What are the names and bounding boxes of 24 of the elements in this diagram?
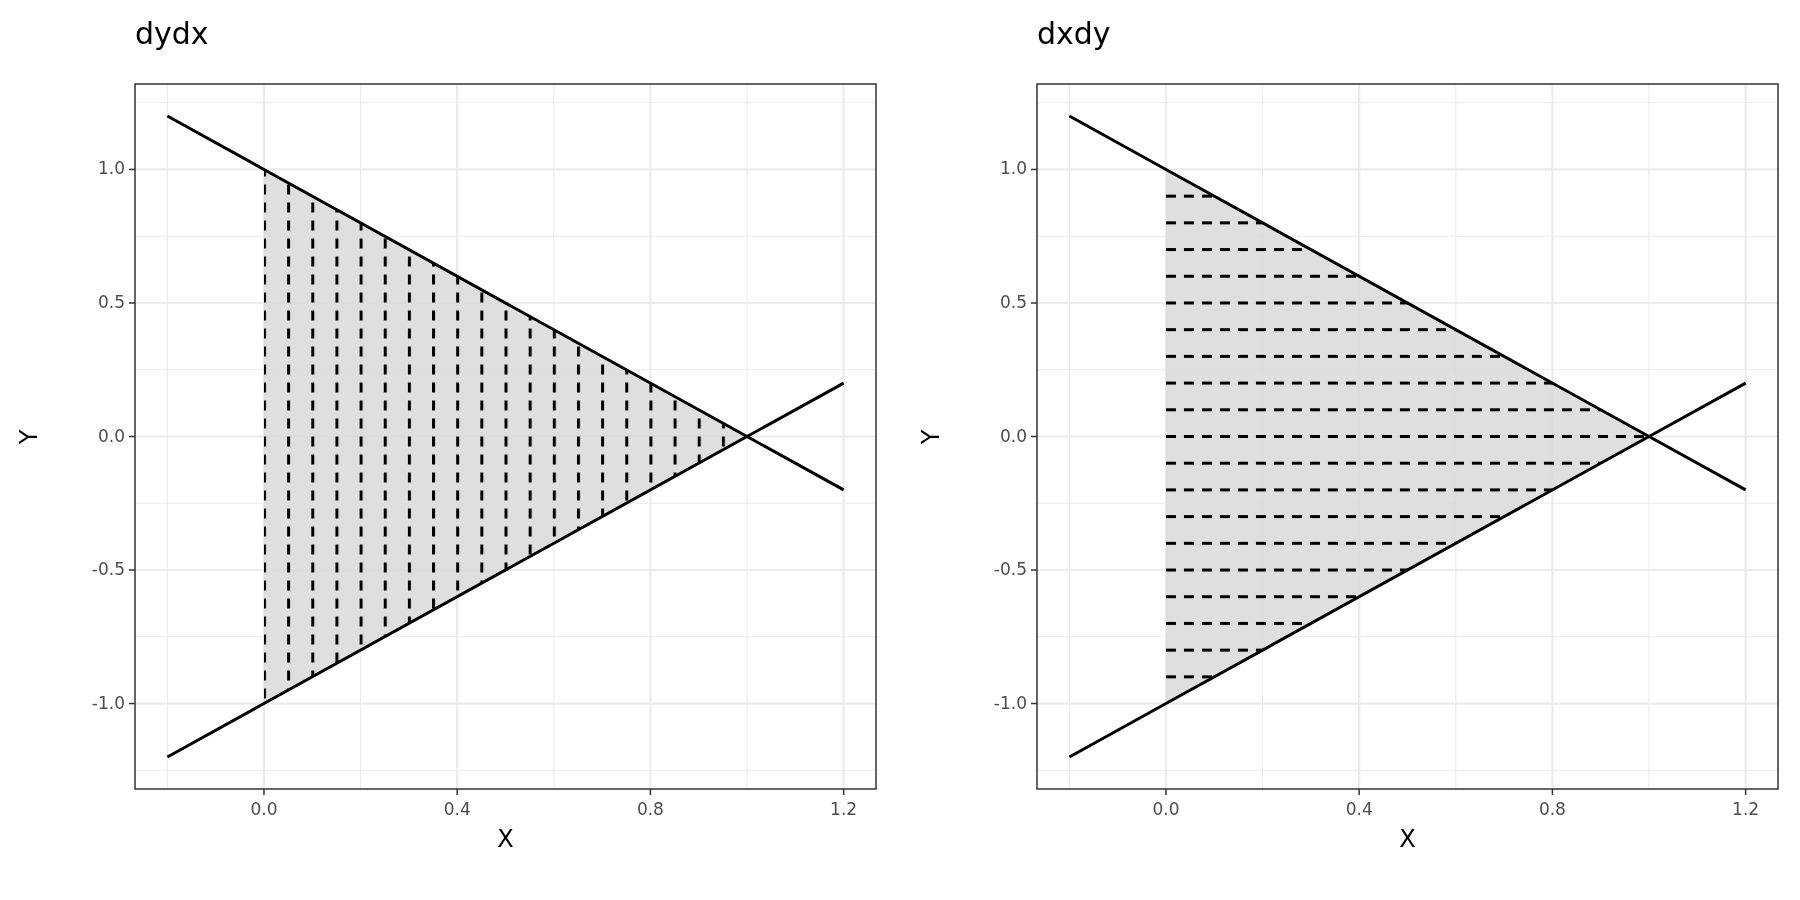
tick-label: 0.8 [1537, 799, 1567, 819]
tick-label: 1.0 [97, 158, 125, 179]
tick-label: -1.0 [993, 692, 1027, 713]
tick-label: 0.4 [442, 799, 472, 819]
tick-label: -0.5 [91, 559, 125, 579]
axis-title: Y [15, 429, 44, 444]
tick-label: -0.5 [993, 559, 1027, 579]
tick-label: 0.0 [249, 799, 279, 819]
tick-label: 1.2 [829, 799, 859, 819]
tick-label: 0.0 [97, 425, 125, 446]
axis-title: Y [917, 429, 946, 444]
tick-label: -1.0 [91, 692, 125, 713]
tick-label: 0.4 [1344, 799, 1374, 819]
tick-label: 0.5 [999, 291, 1027, 312]
chart-title: dydx [135, 16, 209, 51]
chart-title: dxdy [1037, 16, 1111, 51]
tick-label: 1.2 [1731, 799, 1761, 819]
axis-title: X [496, 825, 515, 853]
axis-title: X [1398, 825, 1417, 853]
tick-label: 0.0 [999, 425, 1027, 446]
tick-label: 0.8 [635, 799, 665, 819]
tick-label: 0.5 [97, 291, 125, 312]
tick-label: 1.0 [999, 158, 1027, 179]
tick-label: 0.0 [1151, 799, 1181, 819]
